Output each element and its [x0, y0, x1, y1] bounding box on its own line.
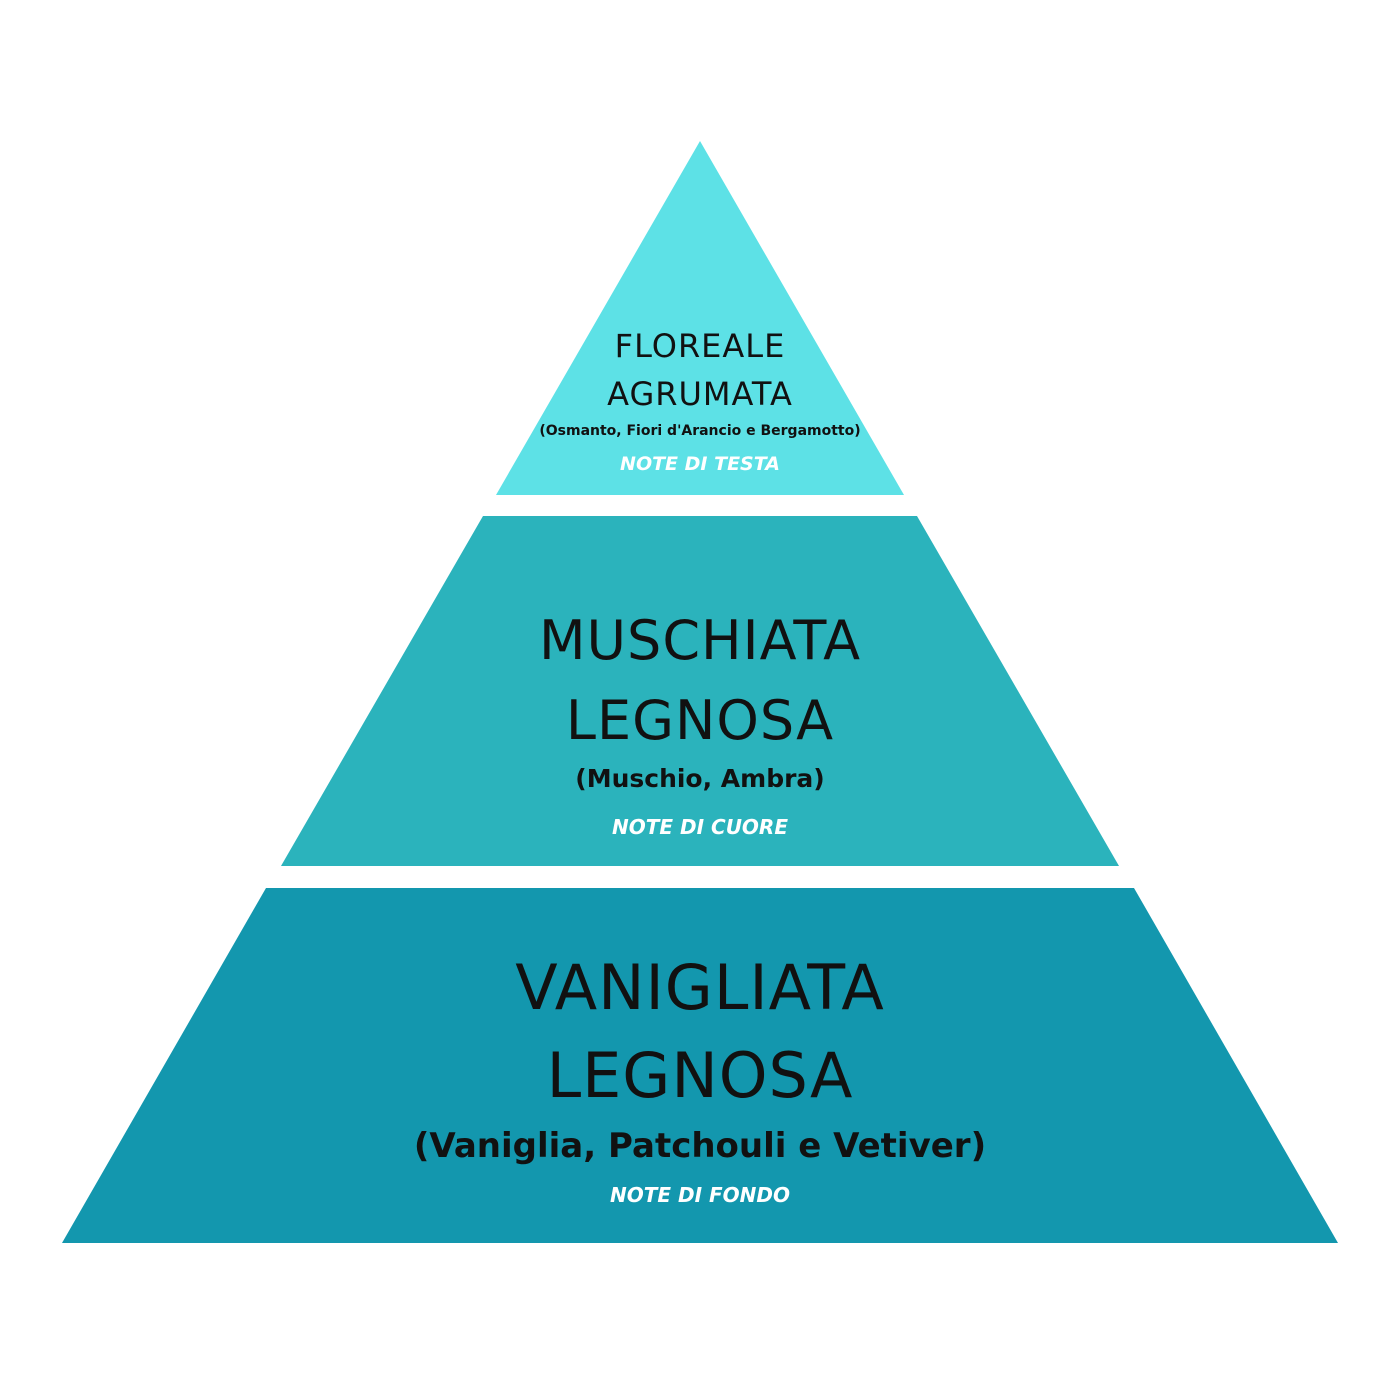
- tier-top-note-label: NOTE DI TESTA: [620, 453, 780, 475]
- tier-bottom-name-line-2: LEGNOSA: [546, 1039, 854, 1112]
- tier-middle-name-line-2: LEGNOSA: [565, 689, 835, 752]
- pyramid-tier-middle-shape: [281, 516, 1119, 866]
- pyramid-tier-top: FLOREALE AGRUMATA (Osmanto, Fiori d'Aran…: [0, 330, 1400, 474]
- tier-bottom-ingredients: (Vaniglia, Patchouli e Vetiver): [413, 1126, 987, 1166]
- tier-bottom-name-line-1: VANIGLIATA: [515, 951, 885, 1024]
- tier-middle-name-line-1: MUSCHIATA: [538, 609, 862, 672]
- pyramid-tier-middle: MUSCHIATA LEGNOSA (Muschio, Ambra) NOTE …: [0, 609, 1400, 839]
- pyramid-tier-bottom: VANIGLIATA LEGNOSA (Vaniglia, Patchouli …: [0, 951, 1400, 1207]
- tier-bottom-note-label: NOTE DI FONDO: [609, 1183, 791, 1207]
- tier-middle-note-label: NOTE DI CUORE: [612, 815, 788, 839]
- pyramid-tier-bottom-shape: [62, 888, 1338, 1243]
- tier-middle-ingredients: (Muschio, Ambra): [575, 764, 825, 793]
- tier-top-name-line-1: FLOREALE: [614, 327, 786, 365]
- pyramid-tier-top-shape: [496, 141, 904, 495]
- tier-top-ingredients: (Osmanto, Fiori d'Arancio e Bergamotto): [539, 423, 861, 439]
- tier-top-name-line-2: AGRUMATA: [607, 375, 793, 413]
